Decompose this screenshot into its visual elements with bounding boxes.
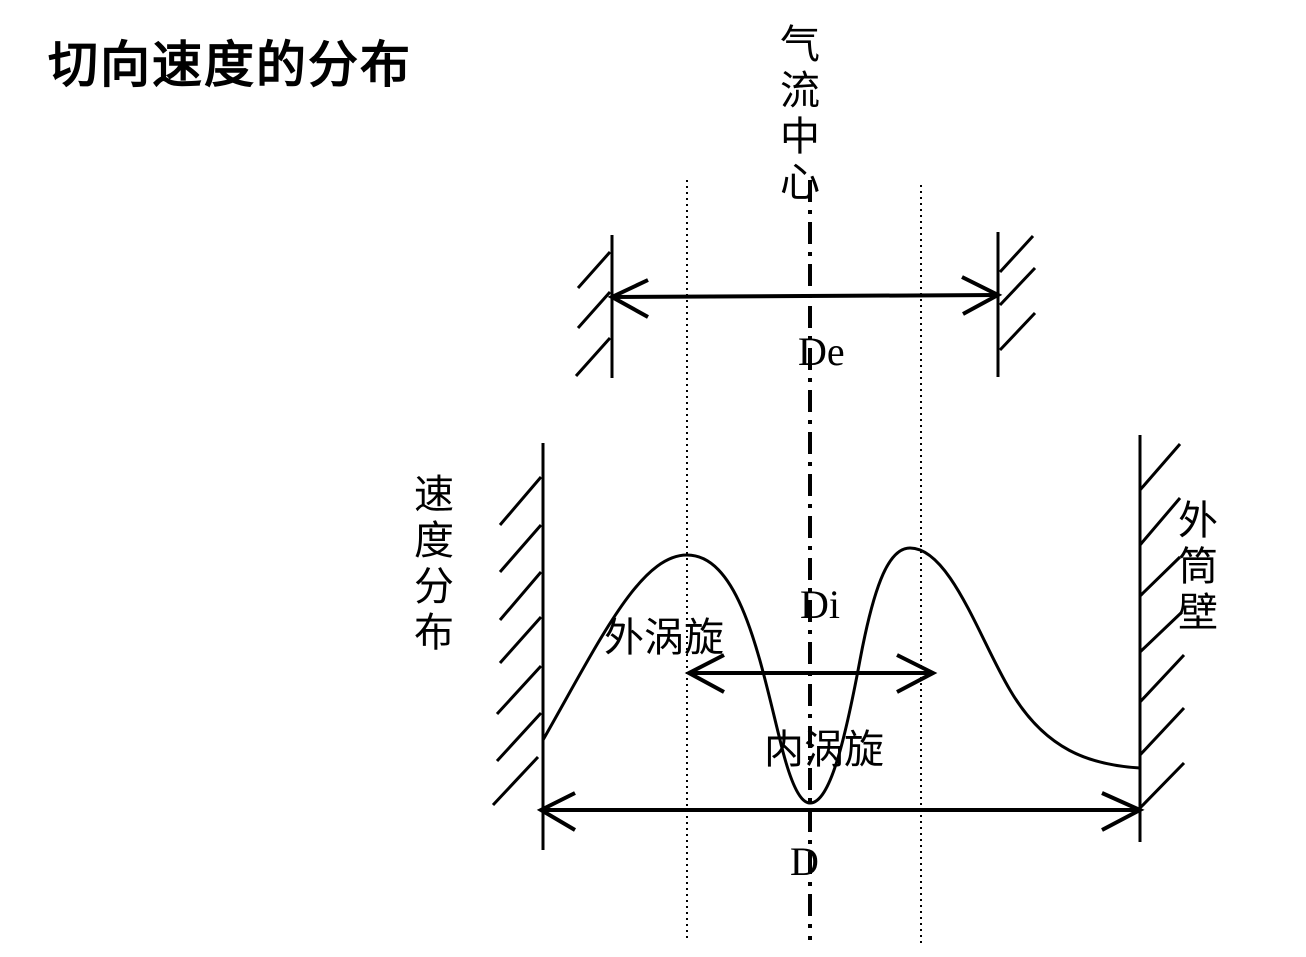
exhaust-wall-right-hatch	[998, 234, 1037, 352]
page-title: 切向速度的分布	[48, 36, 412, 94]
outer-wall-left-hatch	[491, 476, 543, 807]
di-label: Di	[800, 582, 840, 627]
airflow-center-label: 气 流 中 心	[780, 22, 820, 206]
exhaust-wall-left-hatch	[574, 251, 612, 378]
outer-vortex-label: 外涡旋	[604, 615, 724, 660]
velocity-distribution-label: 速 度 分 布	[414, 472, 454, 656]
outer-wall-label: 外 筒 壁	[1178, 498, 1218, 636]
d-label: D	[790, 839, 819, 884]
tangential-velocity-curve	[541, 546, 1141, 805]
de-label: De	[798, 329, 845, 374]
outer-wall-right-hatch	[1138, 443, 1186, 810]
de-dimension-arrow	[611, 293, 999, 299]
inner-vortex-label: 内涡旋	[764, 727, 884, 772]
